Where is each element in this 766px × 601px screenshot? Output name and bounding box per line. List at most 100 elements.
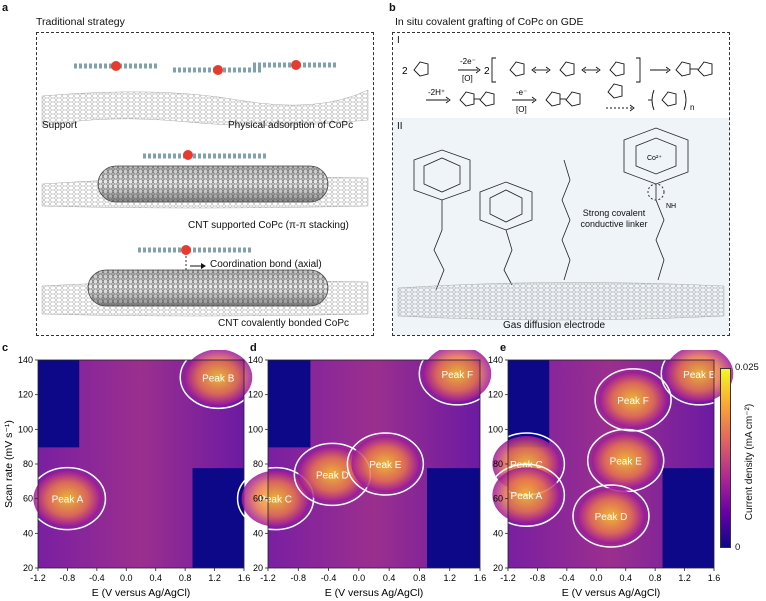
peak-hotspot bbox=[298, 446, 367, 503]
x-tick-label: 0.0 bbox=[590, 573, 603, 583]
x-tick-label: -0.8 bbox=[530, 573, 546, 583]
x-tick-label: 1.2 bbox=[443, 573, 456, 583]
peak-label: Peak D bbox=[316, 470, 349, 481]
x-axis-label: E (V versus Ag/AgCl) bbox=[562, 587, 661, 599]
peak-hotspot bbox=[665, 350, 734, 402]
low-region bbox=[38, 360, 80, 448]
y-tick-label: 40 bbox=[253, 528, 263, 538]
graphene-sheet-1 bbox=[41, 89, 369, 127]
y-tick-label: 20 bbox=[493, 563, 503, 573]
y-tick-label: 100 bbox=[18, 424, 33, 434]
peak-label: Peak B bbox=[202, 373, 235, 384]
copc-molecules-row1 bbox=[74, 60, 338, 75]
panel-label-a: a bbox=[2, 2, 9, 14]
peak-contour bbox=[28, 466, 107, 531]
peak-label: Peak A bbox=[511, 491, 543, 502]
x-axis-label: E (V versus Ag/AgCl) bbox=[92, 587, 191, 599]
peak-hotspot bbox=[351, 436, 420, 492]
panel-label-e: e bbox=[500, 342, 507, 354]
y-tick-label: 20 bbox=[253, 563, 263, 573]
y-tick-label: 120 bbox=[248, 390, 263, 400]
panel-b-title: In situ covalent grafting of CoPc on GDE bbox=[395, 16, 584, 28]
peak-hotspot bbox=[577, 488, 645, 544]
reaction-scheme: 2 -2e⁻ [O] 2 -2H⁺ -e⁻ [O] n bbox=[402, 57, 713, 114]
x-tick-label: 0.0 bbox=[353, 573, 366, 583]
panel-label-d: d bbox=[250, 342, 257, 354]
peak-contour bbox=[346, 432, 425, 496]
peak-hotspot bbox=[184, 350, 253, 406]
y-axis-label: Scan rate (mV s⁻¹) bbox=[3, 420, 15, 508]
reaction-cond1: -2H⁺ bbox=[428, 88, 445, 97]
gde-label: Gas diffusion electrode bbox=[503, 320, 606, 331]
coordination-arrow-icon bbox=[190, 263, 206, 269]
panel-label-b: b bbox=[389, 2, 396, 14]
y-tick-label: 140 bbox=[18, 355, 33, 365]
reaction-cond2-bot: [O] bbox=[516, 105, 527, 114]
caption-support: Support bbox=[42, 120, 78, 131]
x-tick-label: 1.6 bbox=[708, 573, 721, 583]
peak-hotspot bbox=[492, 467, 561, 524]
y-tick-label: 120 bbox=[488, 390, 503, 400]
y-tick-label: 120 bbox=[18, 390, 33, 400]
x-tick-label: 0.8 bbox=[649, 573, 662, 583]
reaction-coef: 2 bbox=[402, 66, 408, 77]
peak-hotspot bbox=[33, 470, 102, 527]
x-tick-label: 0.4 bbox=[149, 573, 162, 583]
low-region bbox=[662, 468, 714, 568]
peak-label: Peak D bbox=[595, 512, 628, 523]
caption-covalent: CNT covalently bonded CoPc bbox=[218, 318, 349, 329]
x-tick-label: -1.2 bbox=[260, 573, 276, 583]
x-tick-label: 0.8 bbox=[413, 573, 426, 583]
colorbar-label: Current density (mA cm⁻²) bbox=[744, 403, 755, 521]
x-tick-label: -0.4 bbox=[89, 573, 105, 583]
peak-hotspot bbox=[591, 432, 660, 489]
nh-label: NH bbox=[666, 203, 676, 210]
y-tick-label: 40 bbox=[23, 528, 33, 538]
reaction-cond2-top: -e⁻ bbox=[516, 88, 527, 97]
x-tick-label: -0.4 bbox=[321, 573, 337, 583]
peak-contour bbox=[179, 350, 257, 410]
panel-b-box bbox=[392, 32, 730, 336]
x-axis-label: E (V versus Ag/AgCl) bbox=[325, 587, 424, 599]
colorbar-min: 0 bbox=[735, 542, 741, 553]
x-tick-label: -0.8 bbox=[291, 573, 307, 583]
peak-hotspot bbox=[599, 371, 668, 428]
reaction-cond-bot: [O] bbox=[462, 74, 473, 83]
low-region bbox=[268, 360, 311, 448]
reaction-cond-top: -2e⁻ bbox=[460, 57, 476, 66]
co-label: Co²⁺ bbox=[647, 155, 662, 162]
y-tick-label: 80 bbox=[23, 459, 33, 469]
peak-label: Peak E bbox=[610, 457, 643, 468]
peak-label: Peak C bbox=[510, 460, 543, 471]
peak-label: Peak B bbox=[683, 370, 716, 381]
x-tick-label: -1.2 bbox=[500, 573, 516, 583]
x-tick-label: 1.6 bbox=[238, 573, 251, 583]
peak-hotspot bbox=[241, 470, 310, 527]
y-tick-label: 80 bbox=[253, 459, 263, 469]
peak-label: Peak F bbox=[441, 370, 473, 381]
section-label-2: II bbox=[397, 121, 403, 132]
section-label-1: I bbox=[397, 35, 400, 46]
caption-coordination-bond: Coordination bond (axial) bbox=[210, 259, 322, 270]
x-tick-label: 1.6 bbox=[474, 573, 487, 583]
y-tick-label: 140 bbox=[248, 355, 263, 365]
panel-a-box bbox=[36, 32, 374, 336]
peak-label: Peak E bbox=[369, 460, 402, 471]
panel-a-title: Traditional strategy bbox=[36, 16, 125, 28]
gde-illustration: Co²⁺ NH bbox=[397, 127, 725, 321]
peak-contour bbox=[487, 463, 566, 527]
panel-a-illustration bbox=[41, 60, 369, 317]
copc-molecule-row3 bbox=[138, 245, 253, 272]
peak-contour bbox=[594, 368, 672, 432]
x-tick-label: -0.4 bbox=[559, 573, 575, 583]
x-tick-label: 0.8 bbox=[179, 573, 192, 583]
reaction-coef2: 2 bbox=[484, 66, 490, 77]
colorbar-max: 0.025 bbox=[735, 362, 759, 373]
x-tick-label: 1.2 bbox=[678, 573, 691, 583]
copc-molecule-row2 bbox=[143, 150, 268, 160]
x-tick-label: 0.0 bbox=[120, 573, 133, 583]
y-tick-label: 100 bbox=[488, 424, 503, 434]
y-tick-label: 140 bbox=[488, 355, 503, 365]
